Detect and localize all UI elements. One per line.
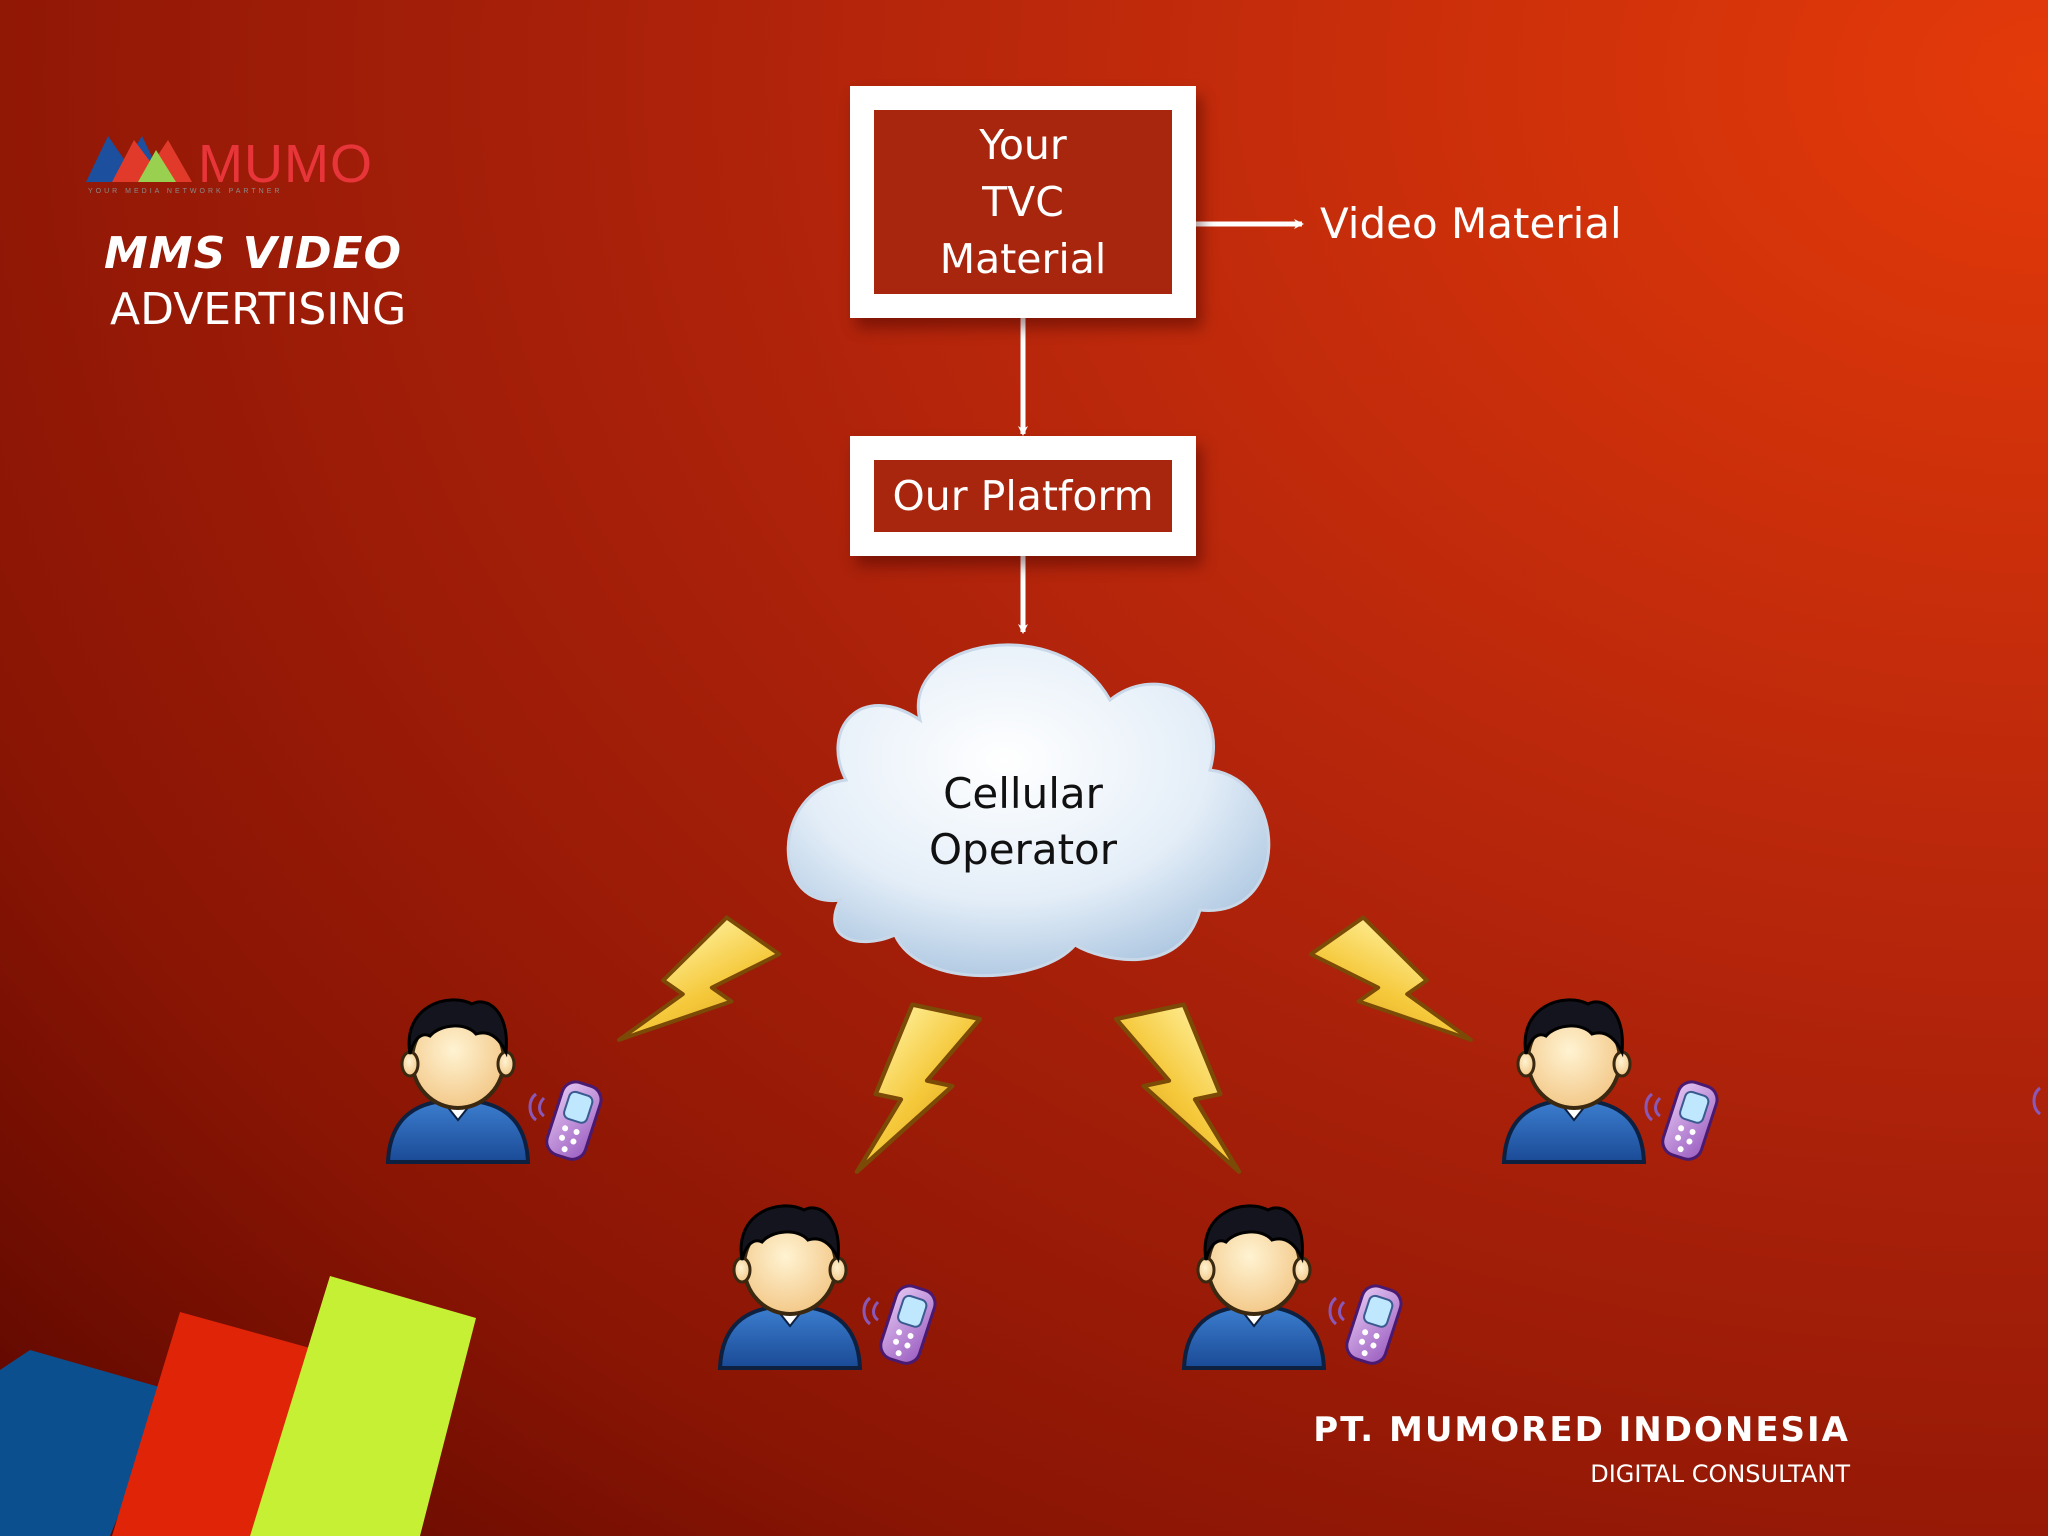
color-stripes-decoration xyxy=(0,1276,476,1536)
video-material-label: Video Material xyxy=(1320,199,1622,248)
cellular-operator-label: Cellular Operator xyxy=(929,769,1117,874)
platform-inner: Our Platform xyxy=(874,460,1172,532)
footer-subtitle: DIGITAL CONSULTANT xyxy=(1590,1460,1850,1488)
tvc-material-inner: Your TVC Material xyxy=(874,110,1172,294)
brand-tagline: YOUR MEDIA NETWORK PARTNER xyxy=(88,188,283,195)
mumo-logo-mark xyxy=(86,136,192,182)
tvc-material-box: Your TVC Material xyxy=(850,86,1196,318)
platform-box: Our Platform xyxy=(850,436,1196,556)
slide-subtitle: ADVERTISING xyxy=(110,284,407,335)
phone-signal-icon xyxy=(2032,1086,2042,1116)
platform-label: Our Platform xyxy=(892,472,1154,520)
footer-company-name: PT. MUMORED INDONESIA xyxy=(1313,1410,1850,1450)
brand-logo-text: MUMO xyxy=(198,134,373,194)
slide-title: MMS VIDEO xyxy=(104,228,402,279)
cloud-icon xyxy=(786,643,1271,978)
tvc-material-label: Your TVC Material xyxy=(939,120,1107,283)
